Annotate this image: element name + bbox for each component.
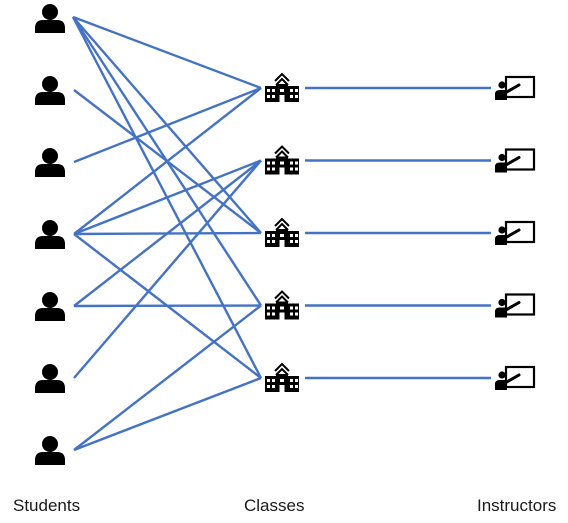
classes-label: Classes (244, 496, 305, 515)
person-icon (35, 436, 65, 465)
edge-student-5-class-2 (73, 159, 262, 307)
teacher-whiteboard-icon (495, 220, 536, 245)
edges (71, 15, 491, 452)
school-building-icon (265, 362, 299, 392)
students-label: Students (13, 496, 81, 515)
person-icon (35, 148, 65, 177)
classes-column (265, 72, 299, 392)
teacher-whiteboard-icon (495, 148, 536, 173)
person-icon (35, 4, 65, 33)
teacher-whiteboard-icon (495, 293, 536, 318)
edge-student-4-class-2 (73, 159, 262, 236)
teacher-whiteboard-icon (495, 75, 536, 100)
school-building-icon (265, 217, 299, 247)
person-icon (35, 220, 65, 249)
person-icon (35, 76, 65, 105)
instructors-label: Instructors (477, 496, 557, 515)
teacher-whiteboard-icon (495, 365, 536, 390)
students-column (35, 4, 65, 465)
edge-student-7-class-4 (73, 304, 262, 451)
school-building-icon (265, 290, 299, 320)
school-building-icon (265, 145, 299, 175)
edge-student-4-class-1 (73, 87, 262, 235)
edge-student-1-class-1 (72, 15, 262, 90)
edge-student-6-class-2 (73, 159, 262, 379)
person-icon (35, 292, 65, 321)
person-icon (35, 364, 65, 393)
school-building-icon (265, 72, 299, 102)
edge-student-3-class-1 (73, 86, 262, 164)
edge-student-5-class-4 (73, 304, 262, 308)
edge-student-7-class-5 (73, 376, 262, 452)
instructors-column (495, 75, 536, 390)
